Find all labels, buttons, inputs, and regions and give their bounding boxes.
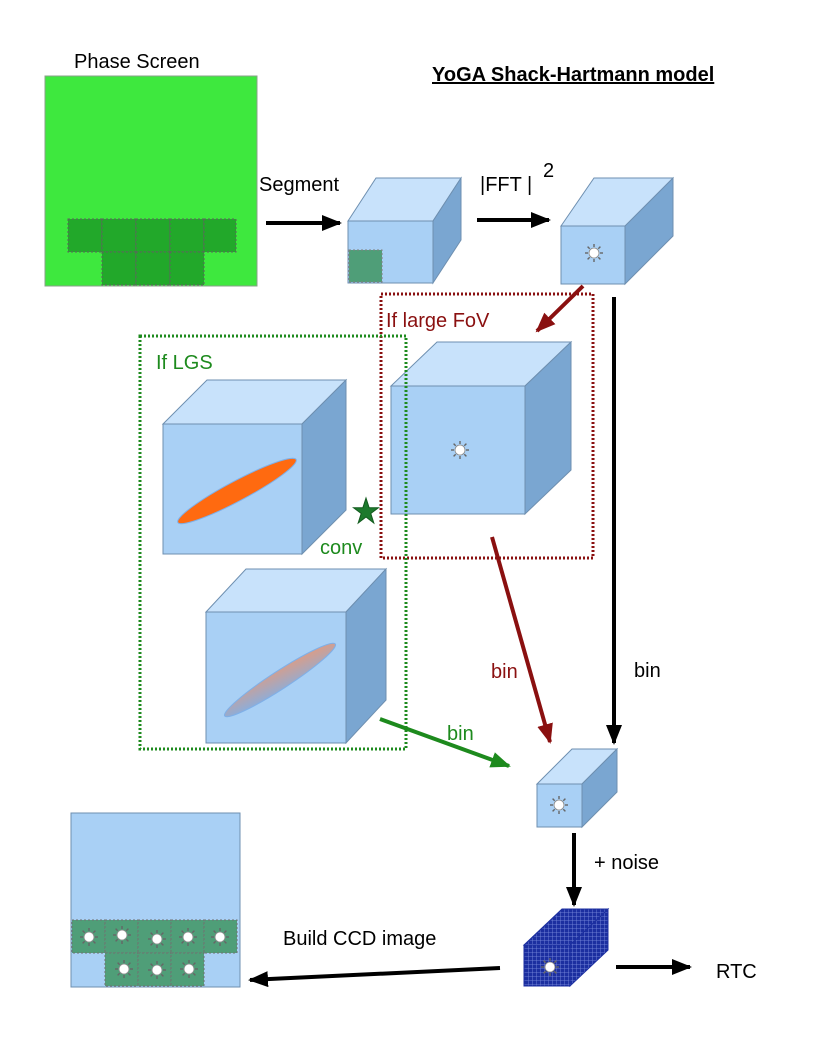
large-fov-cube [389,340,573,516]
build-ccd-arrow [248,966,501,988]
large-fov-spot-icon [450,440,470,460]
lgs-label: If LGS [156,352,213,374]
convolution-star-icon [352,496,380,525]
phase-screen [44,75,258,287]
fft-cube [560,176,674,286]
fft-exponent: 2 [543,160,554,182]
elongated-spot-convolved [223,642,337,718]
segment-label: Segment [259,174,339,196]
bin-arrow-red [490,536,553,744]
lgs-box [138,334,408,751]
large-fov-label: If large FoV [386,310,490,332]
phase-screen-subapertures [67,218,237,286]
lgs-convolved-cube [204,567,388,745]
noise-label: + noise [594,852,659,874]
large-fov-box [379,292,595,560]
ccd-image-subapertures [71,919,238,987]
ccd-image [70,812,241,988]
conv-label: conv [320,537,362,559]
bin-green-label: bin [447,723,474,745]
bin-arrow-green [379,717,511,768]
binned-cube [535,747,619,829]
rtc-label: RTC [716,961,757,983]
bin-red-label: bin [491,661,518,683]
psf-spot-icon [584,243,604,263]
bin-black-label: bin [634,660,661,682]
large-fov-arrow [535,284,585,333]
ccd-pixel-cube [522,907,610,988]
ccd-spot-icon [540,957,560,977]
elongated-spot-orange [177,457,297,525]
build-ccd-label: Build CCD image [283,928,436,950]
diagram-title: YoGA Shack-Hartmann model [432,64,714,86]
lgs-spot-cube [161,378,348,556]
segmented-cube [347,176,462,285]
binned-spot-icon [549,795,569,815]
fft-label: |FFT | [480,174,532,196]
phase-screen-label: Phase Screen [74,51,200,73]
